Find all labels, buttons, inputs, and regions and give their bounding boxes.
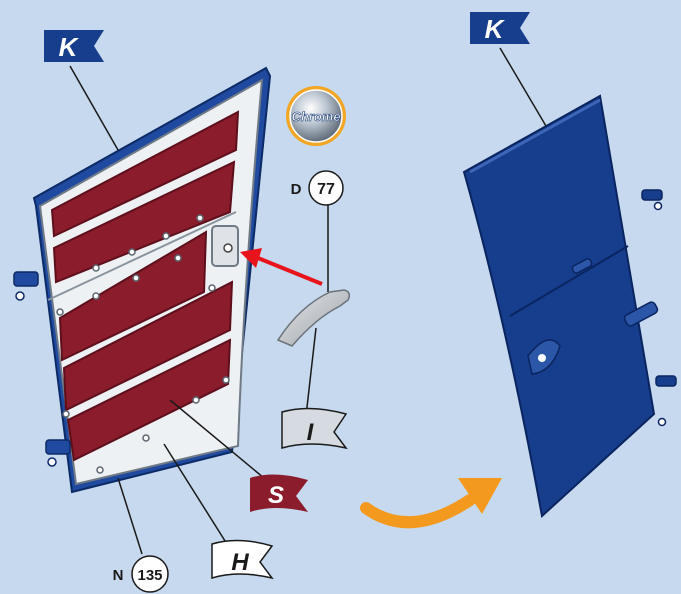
flag-i: I bbox=[282, 408, 346, 448]
flag-k-left-label: K bbox=[59, 32, 80, 62]
door-handle-icon bbox=[278, 290, 349, 346]
flag-s-label: S bbox=[268, 482, 284, 509]
flag-s: S bbox=[250, 474, 308, 512]
left-door-inner bbox=[14, 68, 270, 492]
chrome-badge-icon: Chrome bbox=[286, 86, 346, 146]
right-door-handle-hole bbox=[538, 354, 546, 362]
flag-k-right-label: K bbox=[485, 14, 506, 44]
part-n-prefix: N bbox=[113, 567, 124, 584]
flag-icon bbox=[282, 408, 346, 448]
orange-curved-arrow-icon bbox=[366, 478, 502, 522]
flag-h-label: H bbox=[231, 549, 249, 576]
part-n-number: 135 bbox=[137, 567, 162, 584]
chrome-badge-label: Chrome bbox=[291, 109, 340, 124]
part-d-number: 77 bbox=[317, 181, 335, 198]
right-door-outer bbox=[464, 96, 676, 516]
handle-hole bbox=[224, 244, 232, 252]
flag-k-right: K bbox=[470, 12, 530, 44]
part-callout-d77: D 77 bbox=[291, 171, 343, 205]
flag-h: H bbox=[212, 540, 272, 578]
red-arrow-icon bbox=[240, 248, 322, 284]
flag-k-left: K bbox=[44, 30, 104, 62]
part-callout-n135: N 135 bbox=[113, 556, 168, 592]
part-d-prefix: D bbox=[291, 181, 302, 198]
